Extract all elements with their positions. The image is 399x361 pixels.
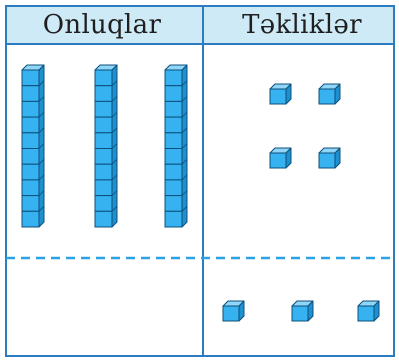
rod-unit	[21, 148, 40, 165]
rod-unit	[94, 148, 113, 165]
unit-cube	[291, 300, 314, 322]
unit-cube	[222, 300, 245, 322]
rod-unit	[164, 210, 183, 228]
rod-unit	[94, 69, 113, 87]
unit-cube	[269, 83, 292, 105]
rod-unit	[21, 179, 40, 197]
rod-unit	[164, 100, 183, 118]
column-header-tens: Onluqlar	[42, 10, 162, 40]
tens-rod	[94, 64, 118, 228]
ones-blocks-top	[269, 83, 341, 169]
rod-unit	[21, 69, 40, 87]
tens-rod	[21, 64, 45, 228]
rod-unit	[164, 195, 183, 212]
rod-unit	[164, 179, 183, 197]
rod-unit	[21, 163, 40, 181]
rod-unit	[164, 116, 183, 134]
column-header-ones: Təkliklər	[242, 10, 362, 40]
rod-unit	[94, 210, 113, 228]
rod-unit	[94, 179, 113, 197]
unit-cube	[318, 147, 341, 169]
rod-unit	[21, 100, 40, 118]
ones-blocks-bottom	[222, 300, 380, 322]
rod-unit	[94, 163, 113, 181]
unit-cube	[269, 147, 292, 169]
rod-unit	[21, 195, 40, 212]
rod-unit	[94, 132, 113, 150]
rod-unit	[164, 85, 183, 102]
rod-unit	[21, 116, 40, 134]
rod-unit	[164, 163, 183, 181]
rod-unit	[21, 210, 40, 228]
header-background	[6, 6, 394, 44]
rod-unit	[94, 195, 113, 212]
rod-unit	[21, 85, 40, 102]
rod-unit	[94, 100, 113, 118]
unit-cube	[318, 83, 341, 105]
rod-unit	[21, 132, 40, 150]
rod-unit	[164, 69, 183, 87]
rod-unit	[94, 116, 113, 134]
rod-unit	[94, 85, 113, 102]
rod-unit	[164, 148, 183, 165]
table-border	[5, 5, 395, 357]
tens-blocks	[21, 64, 188, 228]
unit-cube	[357, 300, 380, 322]
rod-unit	[164, 132, 183, 150]
tens-rod	[164, 64, 188, 228]
